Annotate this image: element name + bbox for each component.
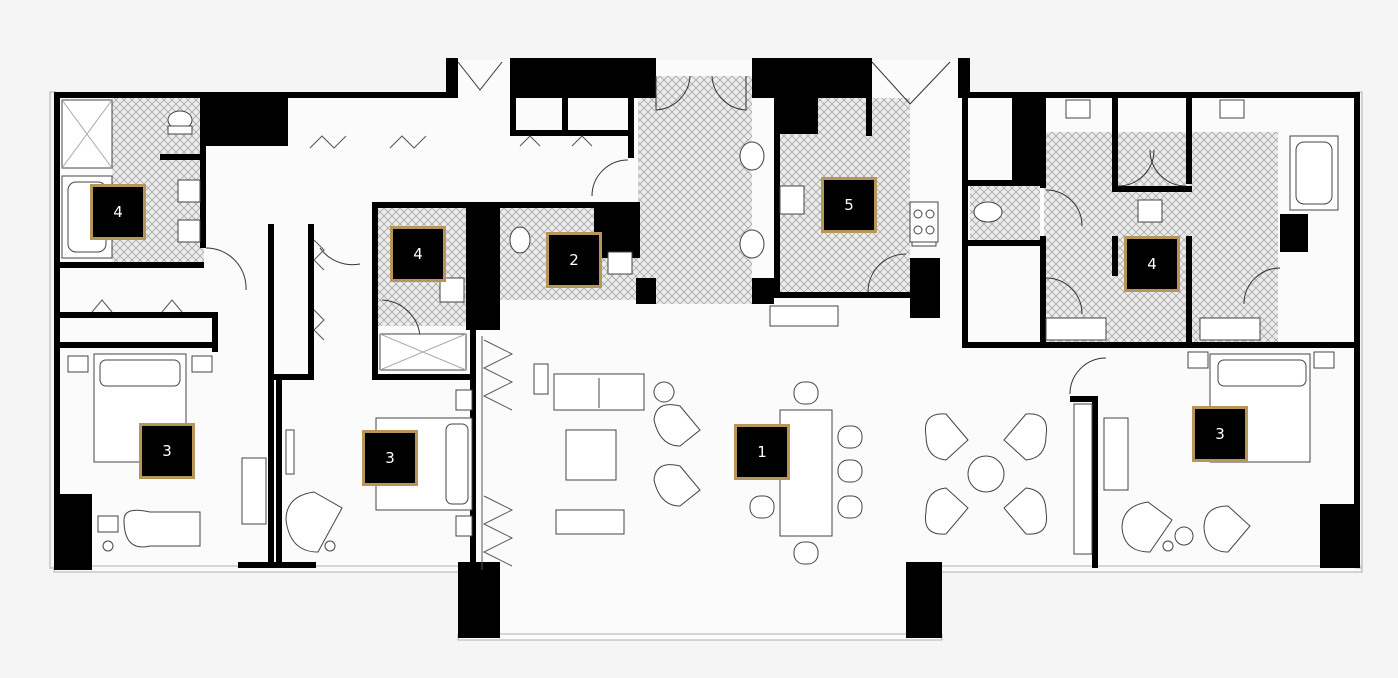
closet-doors <box>91 135 593 570</box>
room-number: 4 <box>413 245 423 263</box>
room-number: 3 <box>385 449 395 467</box>
room-label-bedroom-east: 3 <box>1192 406 1248 462</box>
room-label-kitchen: 5 <box>821 177 877 233</box>
room-number: 2 <box>569 251 579 269</box>
walls <box>54 58 1360 638</box>
kitchen-cooktop <box>909 201 939 243</box>
room-number: 3 <box>1215 425 1225 443</box>
room-number: 1 <box>757 443 767 461</box>
room-label-bath-east: 4 <box>1124 236 1180 292</box>
room-number: 5 <box>844 196 854 214</box>
doors <box>205 61 1281 395</box>
room-label-bath-middle: 4 <box>390 226 446 282</box>
room-label-bath-west: 4 <box>90 184 146 240</box>
room-number: 3 <box>162 442 172 460</box>
room-label-living-dining: 1 <box>734 424 790 480</box>
room-number: 4 <box>113 203 123 221</box>
room-label-bedroom-middle: 3 <box>362 430 418 486</box>
room-label-powder-room: 2 <box>546 232 602 288</box>
room-label-bedroom-west: 3 <box>139 423 195 479</box>
room-number: 4 <box>1147 255 1157 273</box>
